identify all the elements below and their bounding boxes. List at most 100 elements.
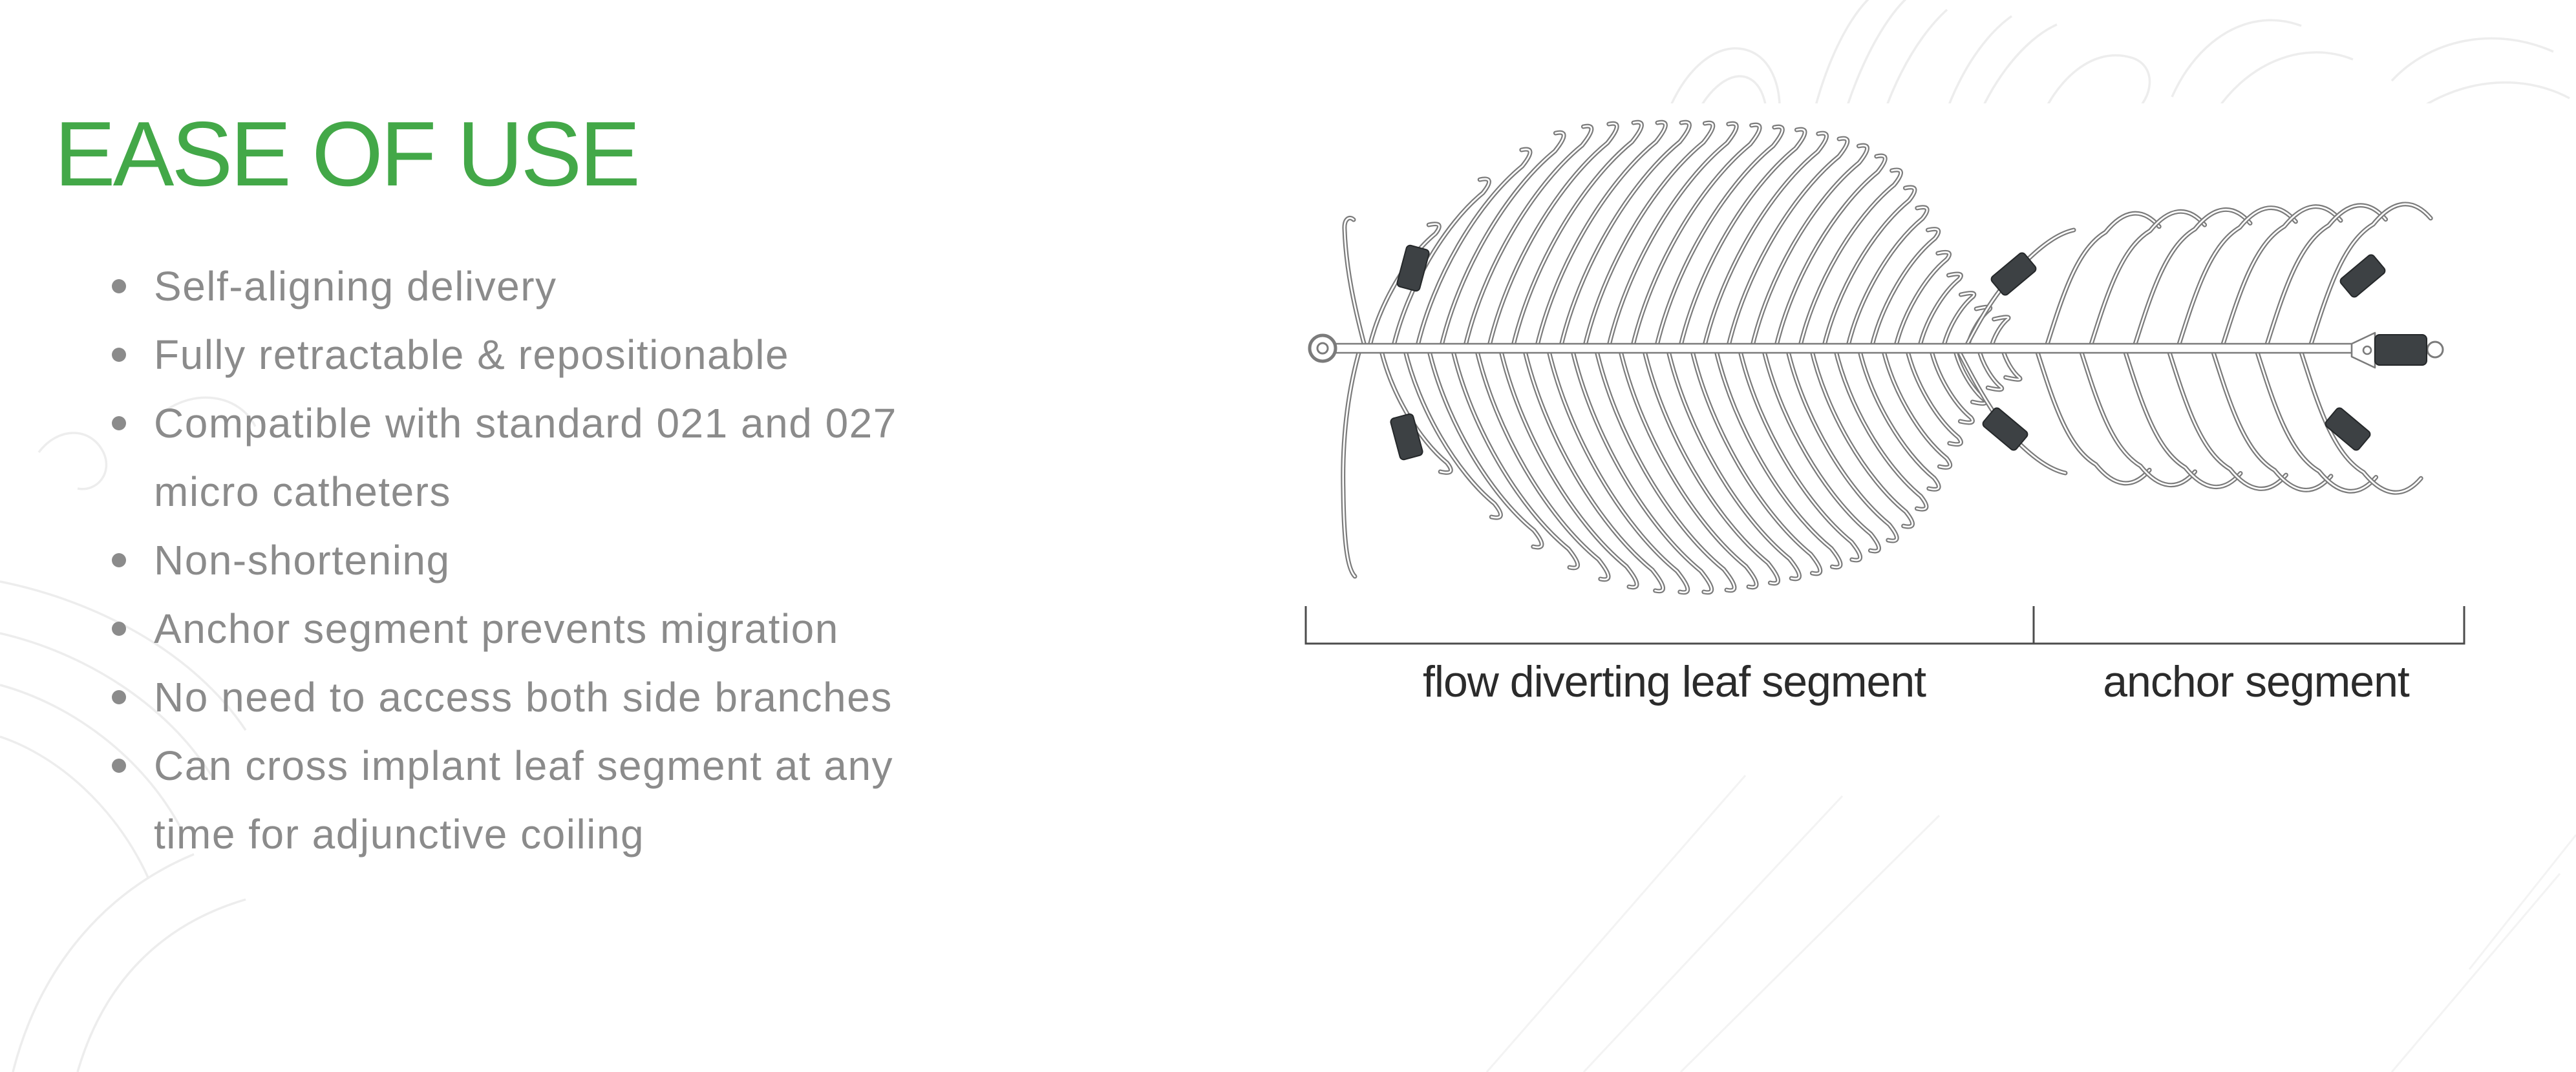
leaf-rib-upper-core: [1511, 121, 1643, 350]
bullet-dot: [112, 690, 126, 704]
bullet-dot: [112, 759, 126, 773]
leaf-rib-lower-core: [1906, 347, 1962, 445]
anchor-rib-upper-core: [2177, 207, 2297, 350]
terminal-cap: [2426, 341, 2444, 359]
bullet-dot: [112, 279, 126, 293]
anchor-rib-lower-core: [2035, 347, 2151, 485]
anchor-rib-lower-core: [2123, 347, 2242, 488]
radiopaque-marker: [1982, 407, 2028, 451]
leaf-rib-upper-core: [1487, 122, 1618, 350]
leaf-rib-lower-core: [1786, 347, 1898, 542]
leaf-rib-upper-core: [1822, 186, 1916, 350]
anchor-rib-lower-core: [2255, 347, 2377, 492]
leaf-rib-lower-core: [1666, 347, 1800, 580]
radiopaque-marker: [2325, 407, 2371, 451]
leaf-rib-upper-left-core: [1343, 217, 1367, 350]
bullet-dot: [112, 622, 126, 636]
leaf-rib-lower-core: [1930, 347, 1974, 424]
bullet-text: No need to access both side branches: [154, 674, 893, 720]
leaf-rib-lower-core: [1523, 347, 1664, 593]
leaf-rib-lower-core: [1834, 347, 1928, 510]
leaf-rib-upper-core: [1607, 122, 1738, 350]
leaf-rib-upper-core: [1942, 292, 1975, 350]
leaf-rib-upper-core: [1631, 123, 1761, 350]
leaf-rib-upper-core: [1990, 316, 2010, 350]
anchor-rib-upper-core: [2133, 209, 2251, 350]
anchor-rib-upper-core: [2264, 204, 2387, 350]
anchor-rib-upper-core: [2220, 205, 2342, 350]
leaf-rib-lower-core: [1427, 347, 1543, 549]
leaf-rib-upper-core: [1918, 273, 1962, 350]
leaf-rib-lower-core: [1977, 347, 2003, 391]
leaf-rib-upper-core: [1870, 228, 1940, 350]
page-title: EASE OF USE: [54, 103, 641, 205]
leaf-rib-upper-core: [1774, 154, 1886, 350]
leaf-rib-lower-core: [1762, 347, 1880, 552]
leaf-rib-upper-core: [1535, 121, 1666, 350]
bullet-dot: [112, 553, 126, 567]
bullet-text: Compatible with standard 021 and 027: [154, 400, 897, 447]
radiopaque-marker: [1390, 413, 1423, 461]
radiopaque-marker: [1396, 244, 1430, 292]
bullet-item: Can cross implant leaf segment at any: [0, 731, 1099, 800]
leaf-rib-upper-core: [1440, 131, 1565, 350]
bullet-text: Can cross implant leaf segment at any: [154, 742, 894, 789]
device-ribs: [1341, 120, 2433, 595]
leaf-rib-upper-core: [1416, 148, 1531, 350]
device-markers: [1390, 244, 2386, 461]
leaf-rib-upper-core: [1703, 132, 1827, 350]
bullet-text: Non-shortening: [154, 537, 451, 583]
bullet-text: micro catheters: [154, 468, 451, 515]
leaf-rib-upper-core: [1798, 169, 1902, 350]
label-anchor-segment: anchor segment: [2103, 657, 2410, 706]
label-leaf-segment: flow diverting leaf segment: [1423, 657, 1926, 706]
leaf-rib-lower-core: [1882, 347, 1952, 468]
bullet-item: Fully retractable & repositionable: [0, 321, 1099, 389]
anchor-rib-upper-core: [2308, 203, 2432, 350]
leaf-rib-upper-core: [1559, 121, 1690, 350]
leaf-rib-upper-core: [1727, 137, 1849, 350]
anchor-rib-upper-core: [2045, 212, 2160, 350]
leaf-rib-lower-core: [2001, 347, 2021, 381]
leaf-rib-upper-core: [1679, 128, 1806, 350]
leaf-rib-upper-core: [1392, 178, 1490, 350]
anchor-rib-upper-core: [2089, 211, 2206, 350]
leaf-rib-lower-core: [1643, 347, 1779, 585]
leaf-rib-lower-core: [1403, 347, 1502, 519]
bullet-item: Compatible with standard 021 and 027: [0, 389, 1099, 457]
bullet-item: time for adjunctive coiling: [0, 800, 1099, 868]
leaf-rib-lower-core: [1475, 347, 1610, 581]
leaf-rib-upper-core: [1846, 206, 1928, 350]
bullet-text: Fully retractable & repositionable: [154, 331, 790, 378]
anchor-rib-lower-core: [2167, 347, 2287, 490]
leaf-rib-upper-core: [1368, 223, 1440, 350]
anchor-rib-lower-core: [2299, 347, 2422, 494]
leaf-rib-lower-core: [1858, 347, 1940, 490]
leaf-rib-lower-core: [1451, 347, 1579, 569]
bullet-item: Non-shortening: [0, 526, 1099, 594]
leaf-rib-upper-core: [1894, 251, 1950, 350]
leaf-rib-lower-core: [1738, 347, 1861, 562]
bullet-text: time for adjunctive coiling: [154, 811, 645, 857]
segment-bracket: [1304, 606, 2465, 645]
bullet-item: No need to access both side branches: [0, 663, 1099, 731]
bullet-item: Anchor segment prevents migration: [0, 594, 1099, 663]
leaf-rib-upper-core: [1751, 144, 1868, 350]
leaf-rib-lower-core: [1619, 347, 1758, 589]
leaf-rib-upper-core: [1655, 125, 1783, 350]
device-svg: flow diverting leaf segment anchor segme…: [1293, 103, 2502, 724]
proximal-eyelet-hole: [1316, 342, 1329, 355]
device-spine: [1308, 331, 2444, 369]
bullet-dot: [112, 348, 126, 362]
device-illustration: flow diverting leaf segment anchor segme…: [1293, 13, 2502, 737]
leaf-rib-lower-core: [1547, 347, 1688, 594]
leaf-rib-upper-core: [1464, 125, 1593, 350]
leaf-rib-lower-core: [1499, 347, 1638, 589]
leaf-rib-lower-core: [1571, 347, 1712, 594]
anchor-rib-lower-core: [2079, 347, 2196, 486]
bullet-dot: [112, 416, 126, 430]
leaf-rib-lower-core: [1714, 347, 1842, 569]
radiopaque-marker: [1990, 252, 2037, 296]
bullet-text: Anchor segment prevents migration: [154, 605, 839, 652]
